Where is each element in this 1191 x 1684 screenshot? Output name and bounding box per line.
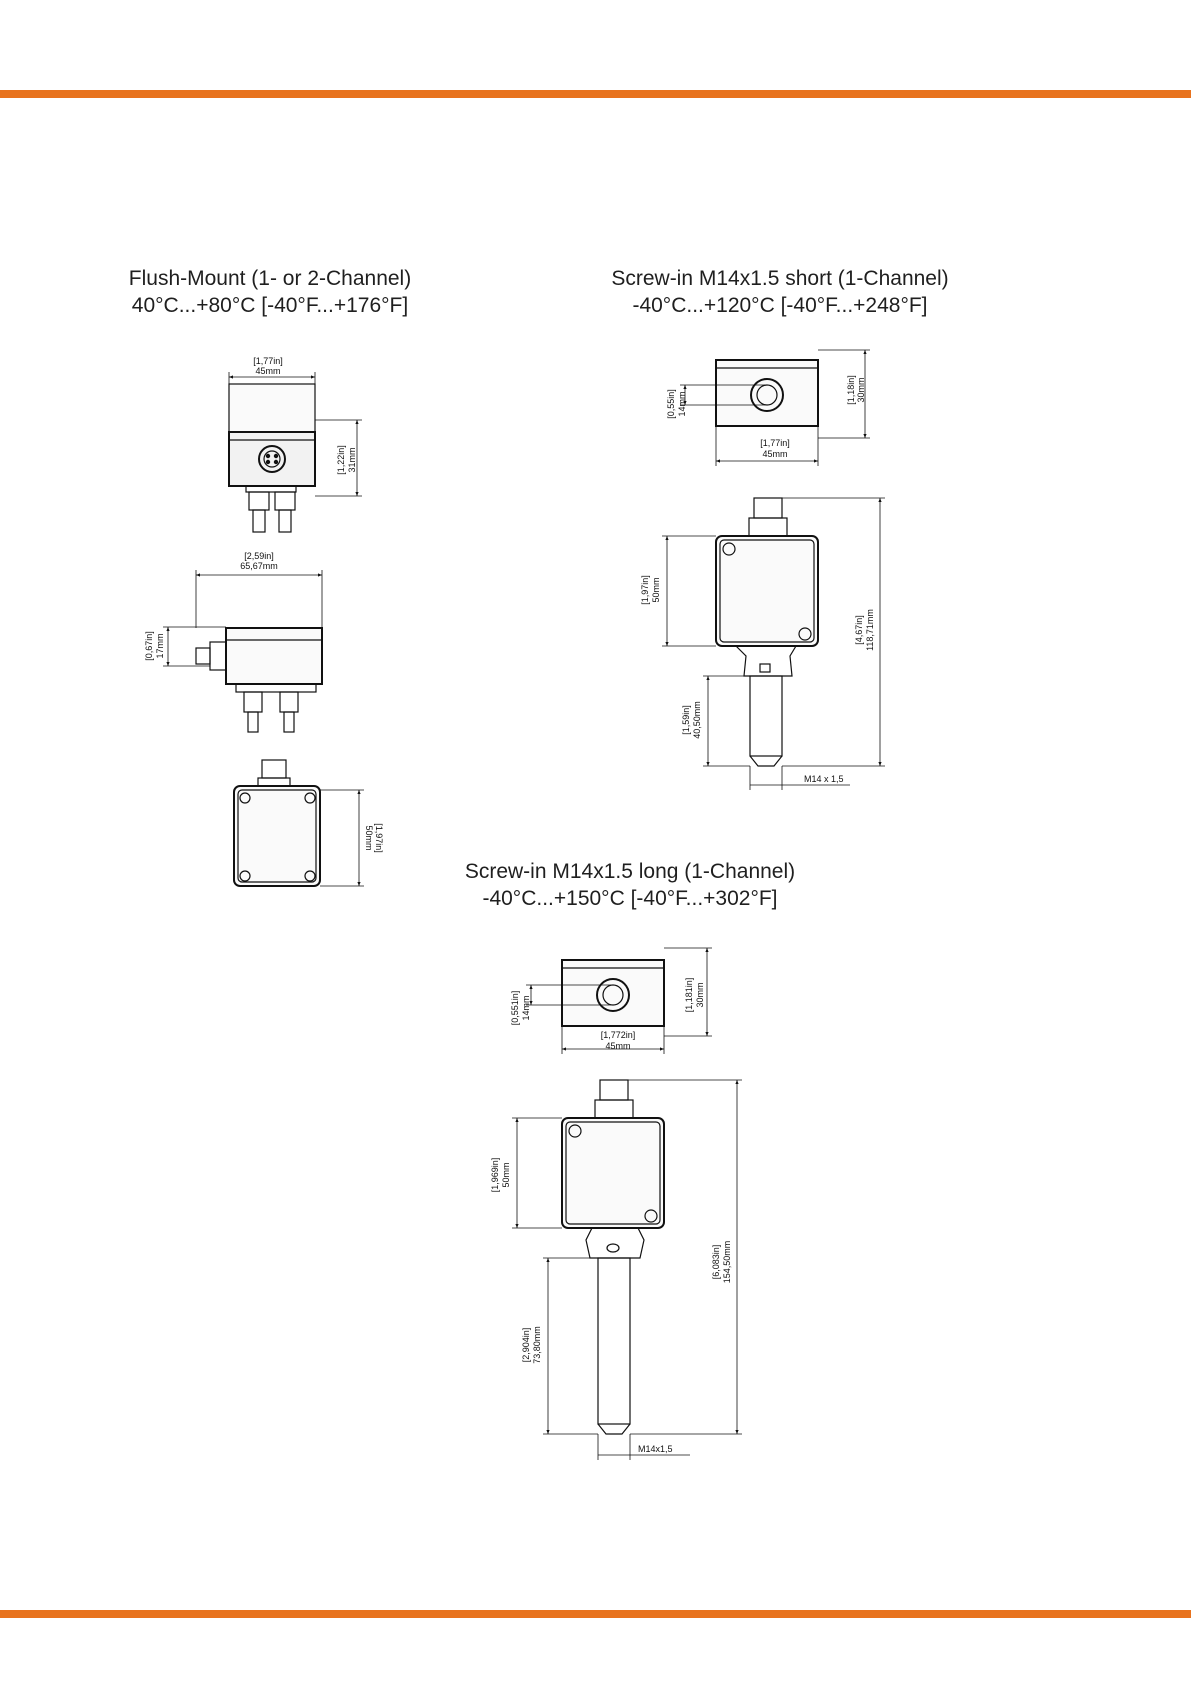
long-box-h-in: [1,969in] <box>490 1158 500 1193</box>
long-thread-label: M14x1,5 <box>638 1444 673 1454</box>
long-top-h-mm: 30mm <box>695 982 705 1007</box>
short-conn-in: [0,55in] <box>666 389 676 419</box>
long-probe-in: [2,904in] <box>521 1328 531 1363</box>
screw-in-short-temp-range: -40°C...+120°C [-40°F...+248°F] <box>632 294 928 317</box>
bottom-accent-rule <box>0 1610 1191 1618</box>
long-conn-in: [0,551in] <box>510 991 520 1026</box>
flush-mount-heading: Flush-Mount (1- or 2-Channel) 40°C...+80… <box>60 265 480 319</box>
flush-mount-title: Flush-Mount (1- or 2-Channel) <box>128 267 412 290</box>
short-probe-in: [1,59in] <box>681 705 691 735</box>
flush-width-mm: 45mm <box>255 366 280 376</box>
connector-icon <box>258 445 286 473</box>
long-side-view <box>512 1079 742 1460</box>
flush-bottom-view <box>233 759 364 887</box>
long-total-in: [6,083in] <box>711 1245 721 1280</box>
short-top-h-in: [1,18in] <box>846 375 856 405</box>
flush-mount-temp-range: 40°C...+80°C [-40°F...+176°F] <box>131 294 409 317</box>
long-total-mm: 154,50mm <box>722 1241 732 1284</box>
short-total-mm: 118,71mm <box>865 609 875 651</box>
screw-in-long-temp-range: -40°C...+150°C [-40°F...+302°F] <box>482 887 778 910</box>
long-top-view <box>526 947 712 1054</box>
short-top-w-in: [1,77in] <box>760 438 790 448</box>
long-top-h-in: [1,181in] <box>684 978 694 1013</box>
short-side-view <box>662 497 885 790</box>
long-top-w-in: [1,772in] <box>601 1030 636 1040</box>
flush-connector-in: [0,67in] <box>144 631 154 661</box>
short-thread-label: M14 x 1,5 <box>804 774 844 784</box>
long-conn-mm: 14mm <box>521 995 531 1020</box>
short-conn-mm: 14mm <box>677 391 687 416</box>
short-total-in: [4,67in] <box>854 615 864 645</box>
flush-width-in: [1,77in] <box>253 356 283 366</box>
flush-side-width-mm: 65,67mm <box>240 561 278 571</box>
flush-side-view <box>163 570 323 733</box>
screw-in-short-heading: Screw-in M14x1.5 short (1-Channel) -40°C… <box>560 265 1000 319</box>
flush-side-width-in: [2,59in] <box>244 551 274 561</box>
screw-in-long-title: Screw-in M14x1.5 long (1-Channel) <box>464 860 796 883</box>
screw-in-long-heading: Screw-in M14x1.5 long (1-Channel) -40°C.… <box>410 858 850 912</box>
short-box-h-mm: 50mm <box>651 577 661 602</box>
long-box-h-mm: 50mm <box>501 1162 511 1187</box>
flush-connector-mm: 17mm <box>155 633 165 658</box>
short-top-w-mm: 45mm <box>762 449 787 459</box>
short-probe-mm: 40,50mm <box>692 701 702 739</box>
short-top-h-mm: 30mm <box>856 377 866 402</box>
flush-height-mm: 31mm <box>347 447 357 472</box>
flush-bottom-mm: 50mm <box>364 825 374 850</box>
short-box-h-in: [1,97in] <box>640 575 650 605</box>
short-top-view <box>680 349 870 466</box>
top-accent-rule <box>0 90 1191 98</box>
long-top-w-mm: 45mm <box>605 1041 630 1051</box>
flush-height-in: [1,22in] <box>336 445 346 475</box>
screw-in-short-title: Screw-in M14x1.5 short (1-Channel) <box>611 267 949 290</box>
long-probe-mm: 73,80mm <box>532 1326 542 1364</box>
flush-front-view <box>228 372 362 533</box>
flush-bottom-in: [1,97in] <box>374 823 384 853</box>
